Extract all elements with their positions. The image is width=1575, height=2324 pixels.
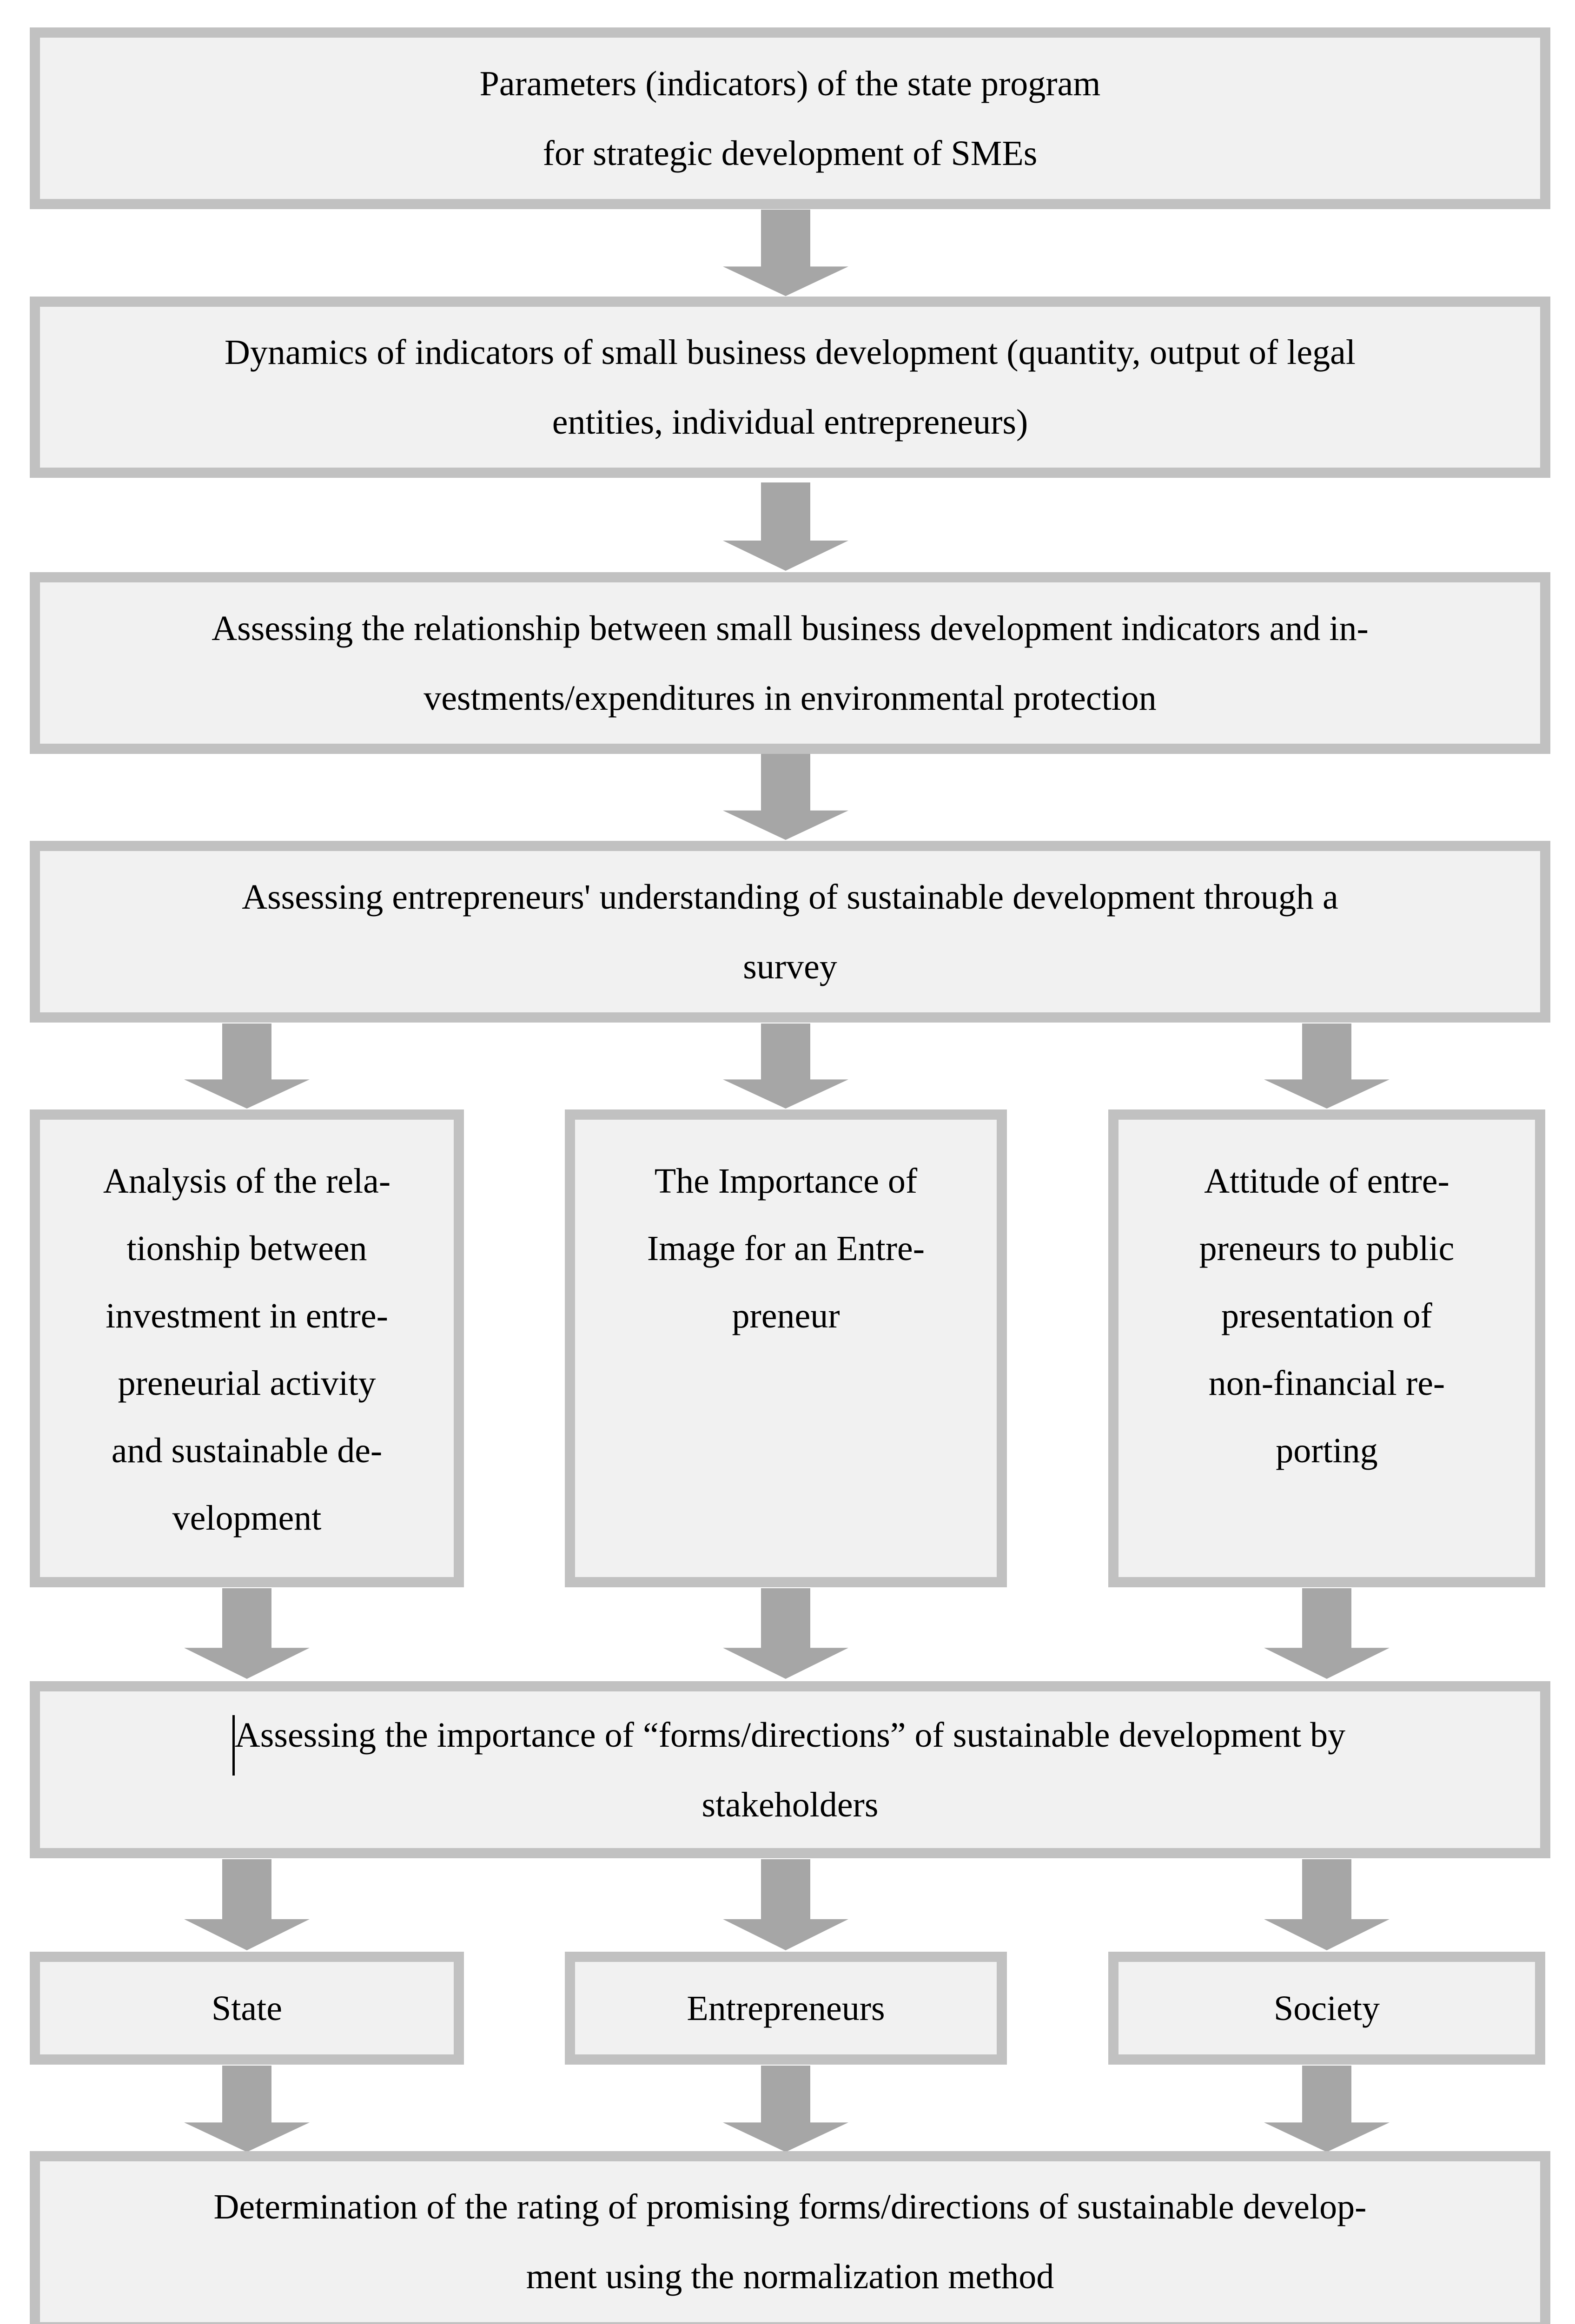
node-analysis: Analysis of the rela- tionship between i… — [30, 1109, 464, 1587]
down-arrow-icon — [1264, 1859, 1390, 1950]
down-arrow-icon — [723, 1023, 848, 1109]
node-relationship: Assessing the relationship between small… — [30, 572, 1550, 754]
node-rating: Determination of the rating of promising… — [30, 2151, 1550, 2324]
node-attitude: Attitude of entre- preneurs to public pr… — [1108, 1109, 1545, 1587]
node-stakeholder-importance-label: Assessing the importance of “forms/direc… — [234, 1715, 1346, 1824]
down-arrow-icon — [723, 754, 848, 840]
down-arrow-icon — [184, 1859, 310, 1950]
node-survey-label: Assessing entrepreneurs' understanding o… — [242, 877, 1338, 986]
node-survey: Assessing entrepreneurs' understanding o… — [30, 841, 1550, 1023]
node-relationship-label: Assessing the relationship between small… — [212, 608, 1369, 718]
down-arrow-icon — [1264, 1588, 1390, 1679]
down-arrow-icon — [723, 210, 848, 296]
node-parameters-label: Parameters (indicators) of the state pro… — [479, 64, 1101, 173]
text-cursor — [232, 1715, 235, 1776]
down-arrow-icon — [184, 1588, 310, 1679]
node-image-importance: The Importance of Image for an Entre- pr… — [565, 1109, 1007, 1587]
down-arrow-icon — [184, 2066, 310, 2152]
down-arrow-icon — [1264, 2066, 1390, 2152]
node-state-label: State — [212, 1988, 282, 2028]
node-society: Society — [1108, 1952, 1545, 2065]
down-arrow-icon — [723, 2066, 848, 2152]
down-arrow-icon — [723, 482, 848, 571]
node-image-importance-label: The Importance of Image for an Entre- pr… — [647, 1162, 925, 1335]
node-attitude-label: Attitude of entre- preneurs to public pr… — [1199, 1162, 1455, 1470]
down-arrow-icon — [723, 1859, 848, 1950]
node-stakeholder-importance: Assessing the importance of “forms/direc… — [30, 1681, 1550, 1858]
node-rating-label: Determination of the rating of promising… — [213, 2187, 1367, 2296]
down-arrow-icon — [184, 1023, 310, 1109]
node-analysis-label: Analysis of the rela- tionship between i… — [103, 1162, 391, 1538]
down-arrow-icon — [1264, 1023, 1390, 1109]
node-state: State — [30, 1952, 464, 2065]
down-arrow-icon — [723, 1588, 848, 1679]
node-dynamics: Dynamics of indicators of small business… — [30, 297, 1550, 478]
node-parameters: Parameters (indicators) of the state pro… — [30, 27, 1550, 209]
node-society-label: Society — [1274, 1988, 1380, 2028]
node-entrepreneurs: Entrepreneurs — [565, 1952, 1007, 2065]
node-entrepreneurs-label: Entrepreneurs — [687, 1988, 885, 2028]
node-dynamics-label: Dynamics of indicators of small business… — [225, 333, 1356, 442]
